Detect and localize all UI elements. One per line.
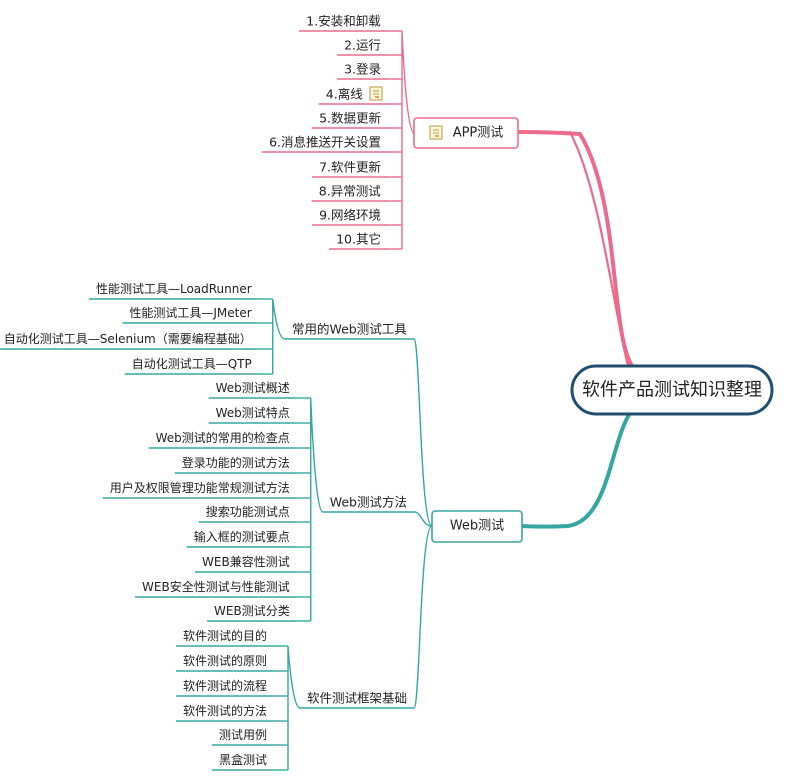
- web-group-basics-bracket: [287, 645, 301, 770]
- web-to-tools-connector: [413, 338, 433, 527]
- root-title: 软件产品测试知识整理: [582, 380, 762, 401]
- web-methods-item-10-label: WEB测试分类: [214, 603, 290, 618]
- app-branch-connector-thin: [568, 130, 630, 368]
- web-basics-item-4-label: 软件测试的方法: [183, 703, 267, 718]
- web-basics-item-1-label: 软件测试的目的: [183, 628, 267, 643]
- root-node[interactable]: [570, 364, 774, 416]
- web-methods-item-1-label: Web测试概述: [216, 380, 290, 395]
- web-tools-item-1-label: 性能测试工具—LoadRunner: [96, 281, 252, 296]
- web-to-basics-connector: [413, 525, 433, 709]
- web-methods-item-4-label: 登录功能的测试方法: [182, 455, 290, 470]
- web-methods-item-8-label: WEB兼容性测试: [202, 554, 290, 569]
- web-group-methods-bracket: [310, 397, 324, 621]
- app-bracket: [401, 30, 415, 249]
- web-group-methods-title: Web测试方法: [330, 495, 407, 510]
- web-methods-item-3-label: Web测试的常用的检查点: [156, 430, 290, 445]
- app-item-3-label: 3.登录: [344, 62, 381, 77]
- web-methods-item-6-label: 搜索功能测试点: [206, 504, 290, 519]
- app-item-4-label: 4.离线: [326, 87, 363, 102]
- web-basics-item-3-label: 软件测试的流程: [183, 678, 267, 693]
- app-item-7-label: 7.软件更新: [319, 160, 381, 175]
- web-branch-connector: [520, 408, 634, 529]
- app-item-9-label: 9.网络环境: [319, 208, 381, 223]
- app-note-icon: [429, 125, 443, 140]
- web-tools-item-3-label: 自动化测试工具—Selenium（需要编程基础）: [4, 331, 252, 346]
- web-methods-item-5-label: 用户及权限管理功能常规测试方法: [110, 480, 290, 495]
- app-item-10-label: 10.其它: [336, 232, 381, 247]
- app-item-2-label: 2.运行: [344, 38, 381, 53]
- web-group-tools-bracket: [272, 298, 286, 374]
- web-methods-item-7-label: 输入框的测试要点: [194, 529, 290, 544]
- note-icon: [369, 86, 383, 101]
- web-to-methods-connector: [413, 511, 433, 527]
- app-test-title: APP测试: [453, 126, 504, 141]
- app-item-1-label: 1.安装和卸载: [306, 14, 381, 29]
- app-item-8-label: 8.异常测试: [319, 184, 381, 199]
- web-group-basics-title: 软件测试框架基础: [307, 691, 407, 706]
- web-basics-item-6-label: 黑盒测试: [219, 752, 267, 767]
- web-tools-item-2-label: 性能测试工具—JMeter: [129, 305, 251, 320]
- web-group-tools-title: 常用的Web测试工具: [292, 322, 407, 337]
- web-basics-item-2-label: 软件测试的原则: [183, 653, 267, 668]
- web-test-title: Web测试: [450, 519, 504, 534]
- web-basics-item-5-label: 测试用例: [219, 727, 267, 742]
- web-methods-item-2-label: Web测试特点: [216, 405, 290, 420]
- web-methods-item-9-label: WEB安全性测试与性能测试: [142, 579, 290, 594]
- app-item-5-label: 5.数据更新: [319, 111, 381, 126]
- web-tools-item-4-label: 自动化测试工具—QTP: [132, 356, 252, 371]
- app-item-6-label: 6.消息推送开关设置: [269, 135, 381, 150]
- app-branch-connector: [516, 130, 634, 368]
